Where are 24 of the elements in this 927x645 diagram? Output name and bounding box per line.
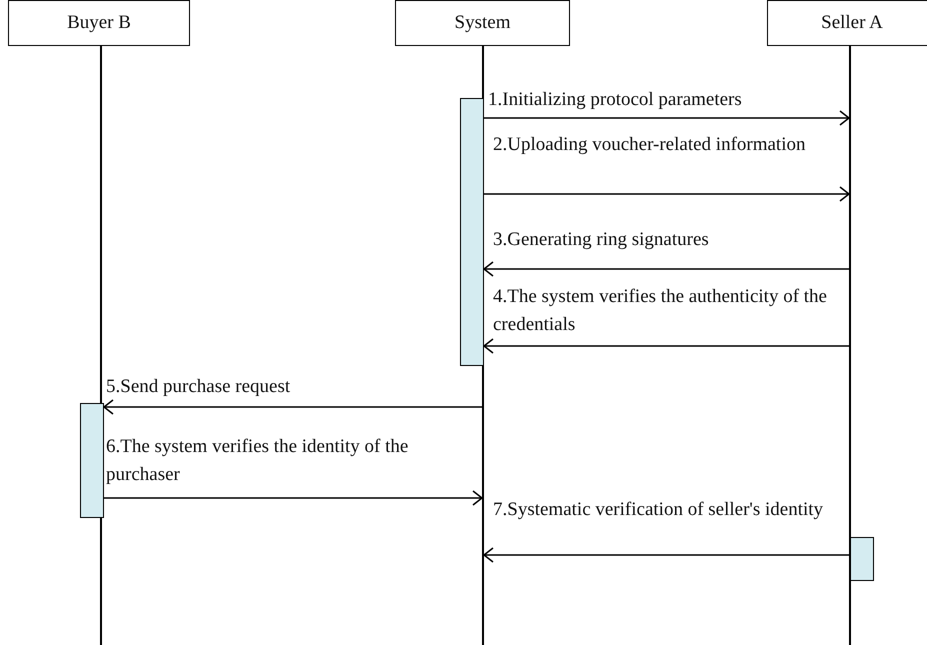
message-label: 7.Systematic verification of seller's identity — [493, 498, 824, 522]
participant-name: System — [454, 12, 510, 34]
message-label: 5.Send purchase request — [106, 375, 292, 399]
message-arrow — [104, 490, 483, 506]
participant-box — [395, 0, 570, 46]
activation-bar — [460, 98, 484, 366]
message-arrow — [483, 261, 849, 277]
lifeline — [849, 46, 851, 645]
participant-name: Seller A — [821, 12, 883, 34]
activation-bar — [80, 403, 104, 518]
participant-box — [8, 0, 190, 46]
message-label: 2.Uploading voucher-related information — [493, 133, 806, 157]
participant-name: Buyer B — [67, 12, 131, 34]
participant-box — [767, 0, 927, 46]
message-label: 4.The system verifies the authenticity of the credentials — [493, 285, 828, 337]
activation-bar — [850, 537, 874, 581]
message-label: 3.Generating ring signatures — [493, 228, 710, 252]
message-label: 1.Initializing protocol parameters — [488, 88, 743, 112]
message-arrow — [483, 547, 850, 563]
message-arrow — [103, 399, 482, 415]
message-arrow — [484, 186, 850, 202]
message-arrow — [483, 338, 849, 354]
message-arrow — [484, 110, 850, 126]
message-label: 6.The system verifies the identity of the purchaser — [106, 435, 410, 487]
